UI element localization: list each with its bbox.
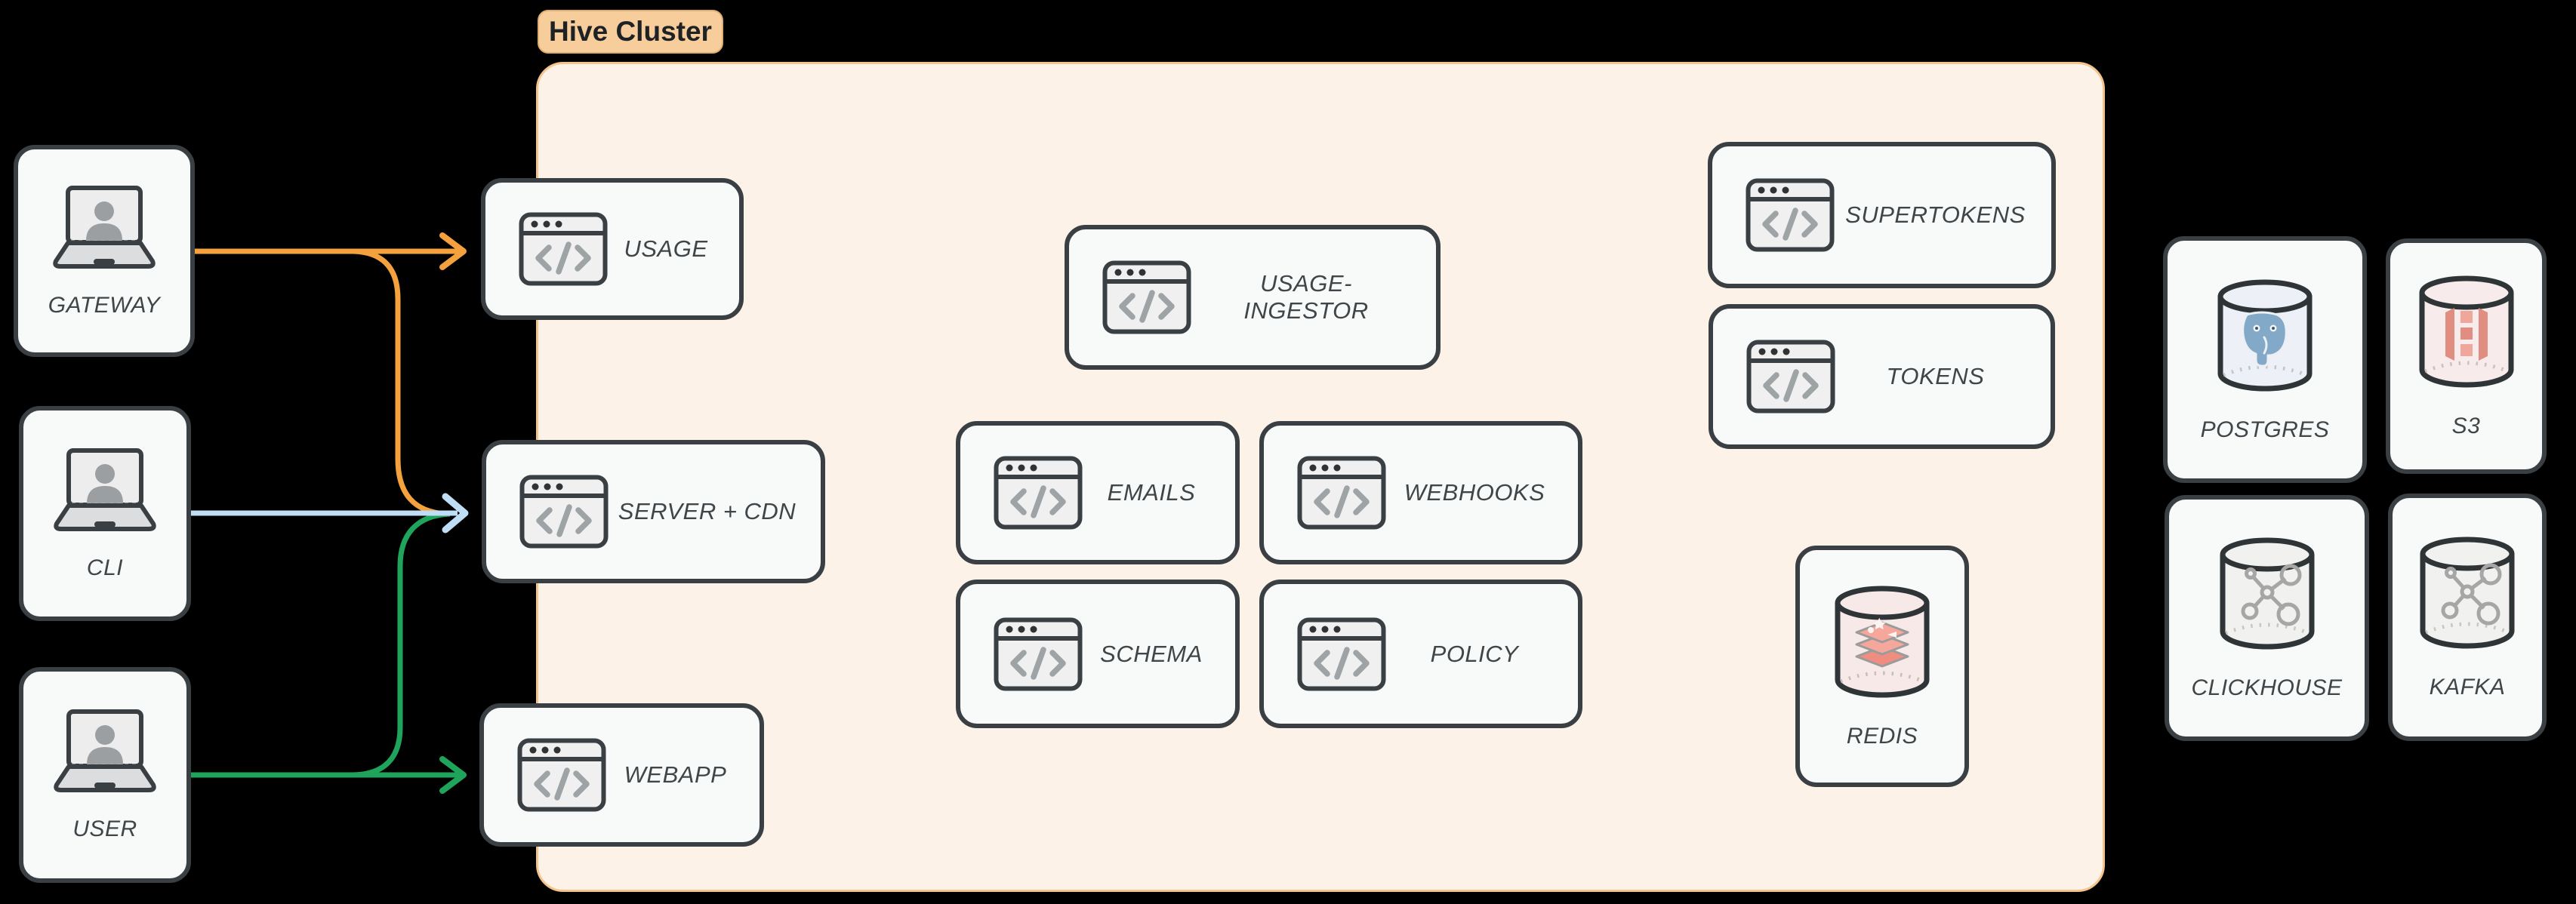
node-redis-label: REDIS bbox=[1846, 724, 1918, 749]
node-emails-label: EMAILS bbox=[1107, 479, 1196, 506]
node-webapp-label: WEBAPP bbox=[624, 761, 727, 788]
node-tokens-label: TOKENS bbox=[1886, 363, 1985, 389]
code-window-icon bbox=[1746, 340, 1835, 414]
node-supertokens[interactable]: SUPERTOKENS bbox=[1708, 142, 2056, 288]
code-window-icon bbox=[1297, 617, 1386, 691]
database-cylinder-molecule-icon bbox=[2217, 535, 2318, 654]
hive-cluster-title-text: Hive Cluster bbox=[549, 16, 712, 47]
node-usage-ingestor[interactable]: USAGE-INGESTOR bbox=[1065, 225, 1441, 370]
node-gateway[interactable]: GATEWAY bbox=[14, 145, 195, 357]
node-kafka-label: KAFKA bbox=[2429, 675, 2506, 700]
node-server-cdn-label: SERVER + CDN bbox=[618, 498, 797, 524]
code-window-icon bbox=[994, 456, 1083, 530]
node-usage-ingestor-label: USAGE-INGESTOR bbox=[1243, 270, 1369, 324]
node-s3[interactable]: S3 bbox=[2386, 238, 2547, 474]
node-user-label: USER bbox=[72, 816, 137, 841]
node-webhooks-label: WEBHOOKS bbox=[1404, 479, 1545, 506]
node-clickhouse-label: CLICKHOUSE bbox=[2191, 675, 2343, 700]
node-postgres-label: POSTGRES bbox=[2200, 417, 2330, 442]
node-redis[interactable]: REDIS bbox=[1795, 546, 1969, 787]
node-supertokens-label: SUPERTOKENS bbox=[1845, 201, 2026, 228]
laptop-user-icon bbox=[45, 708, 165, 795]
node-cli[interactable]: CLI bbox=[19, 406, 191, 621]
node-emails[interactable]: EMAILS bbox=[956, 421, 1240, 564]
node-policy-label: POLICY bbox=[1430, 640, 1519, 667]
cli-arrow bbox=[190, 493, 469, 533]
node-usage-label: USAGE bbox=[624, 235, 708, 262]
code-window-icon bbox=[1746, 178, 1835, 252]
node-usage[interactable]: USAGE bbox=[481, 178, 744, 320]
code-window-icon bbox=[1297, 456, 1386, 530]
code-window-icon bbox=[519, 212, 608, 286]
code-window-icon bbox=[1102, 260, 1191, 334]
database-cylinder-s3-icon bbox=[2416, 273, 2517, 392]
node-tokens[interactable]: TOKENS bbox=[1709, 304, 2055, 449]
node-cli-label: CLI bbox=[86, 555, 124, 580]
node-user[interactable]: USER bbox=[19, 667, 191, 883]
laptop-user-icon bbox=[45, 447, 165, 534]
database-cylinder-redis-icon bbox=[1832, 583, 1933, 703]
node-policy[interactable]: POLICY bbox=[1259, 580, 1582, 728]
node-clickhouse[interactable]: CLICKHOUSE bbox=[2165, 495, 2369, 741]
node-kafka[interactable]: KAFKA bbox=[2388, 494, 2547, 741]
hive-cluster-title: Hive Cluster bbox=[538, 10, 723, 54]
node-server-cdn[interactable]: SERVER + CDN bbox=[482, 440, 825, 583]
node-s3-label: S3 bbox=[2451, 414, 2481, 438]
code-window-icon bbox=[994, 617, 1083, 691]
node-gateway-label: GATEWAY bbox=[48, 292, 161, 318]
database-cylinder-molecule-icon bbox=[2417, 534, 2518, 653]
node-schema-label: SCHEMA bbox=[1100, 640, 1203, 667]
code-window-icon bbox=[517, 738, 606, 812]
laptop-user-icon bbox=[44, 184, 165, 272]
user-arrows bbox=[190, 511, 467, 794]
gateway-arrows bbox=[195, 232, 467, 517]
node-postgres[interactable]: POSTGRES bbox=[2163, 236, 2367, 483]
database-cylinder-postgres-icon bbox=[2214, 277, 2316, 396]
code-window-icon bbox=[519, 475, 609, 549]
node-schema[interactable]: SCHEMA bbox=[956, 580, 1240, 728]
node-webapp[interactable]: WEBAPP bbox=[479, 703, 764, 847]
node-webhooks[interactable]: WEBHOOKS bbox=[1259, 421, 1582, 564]
